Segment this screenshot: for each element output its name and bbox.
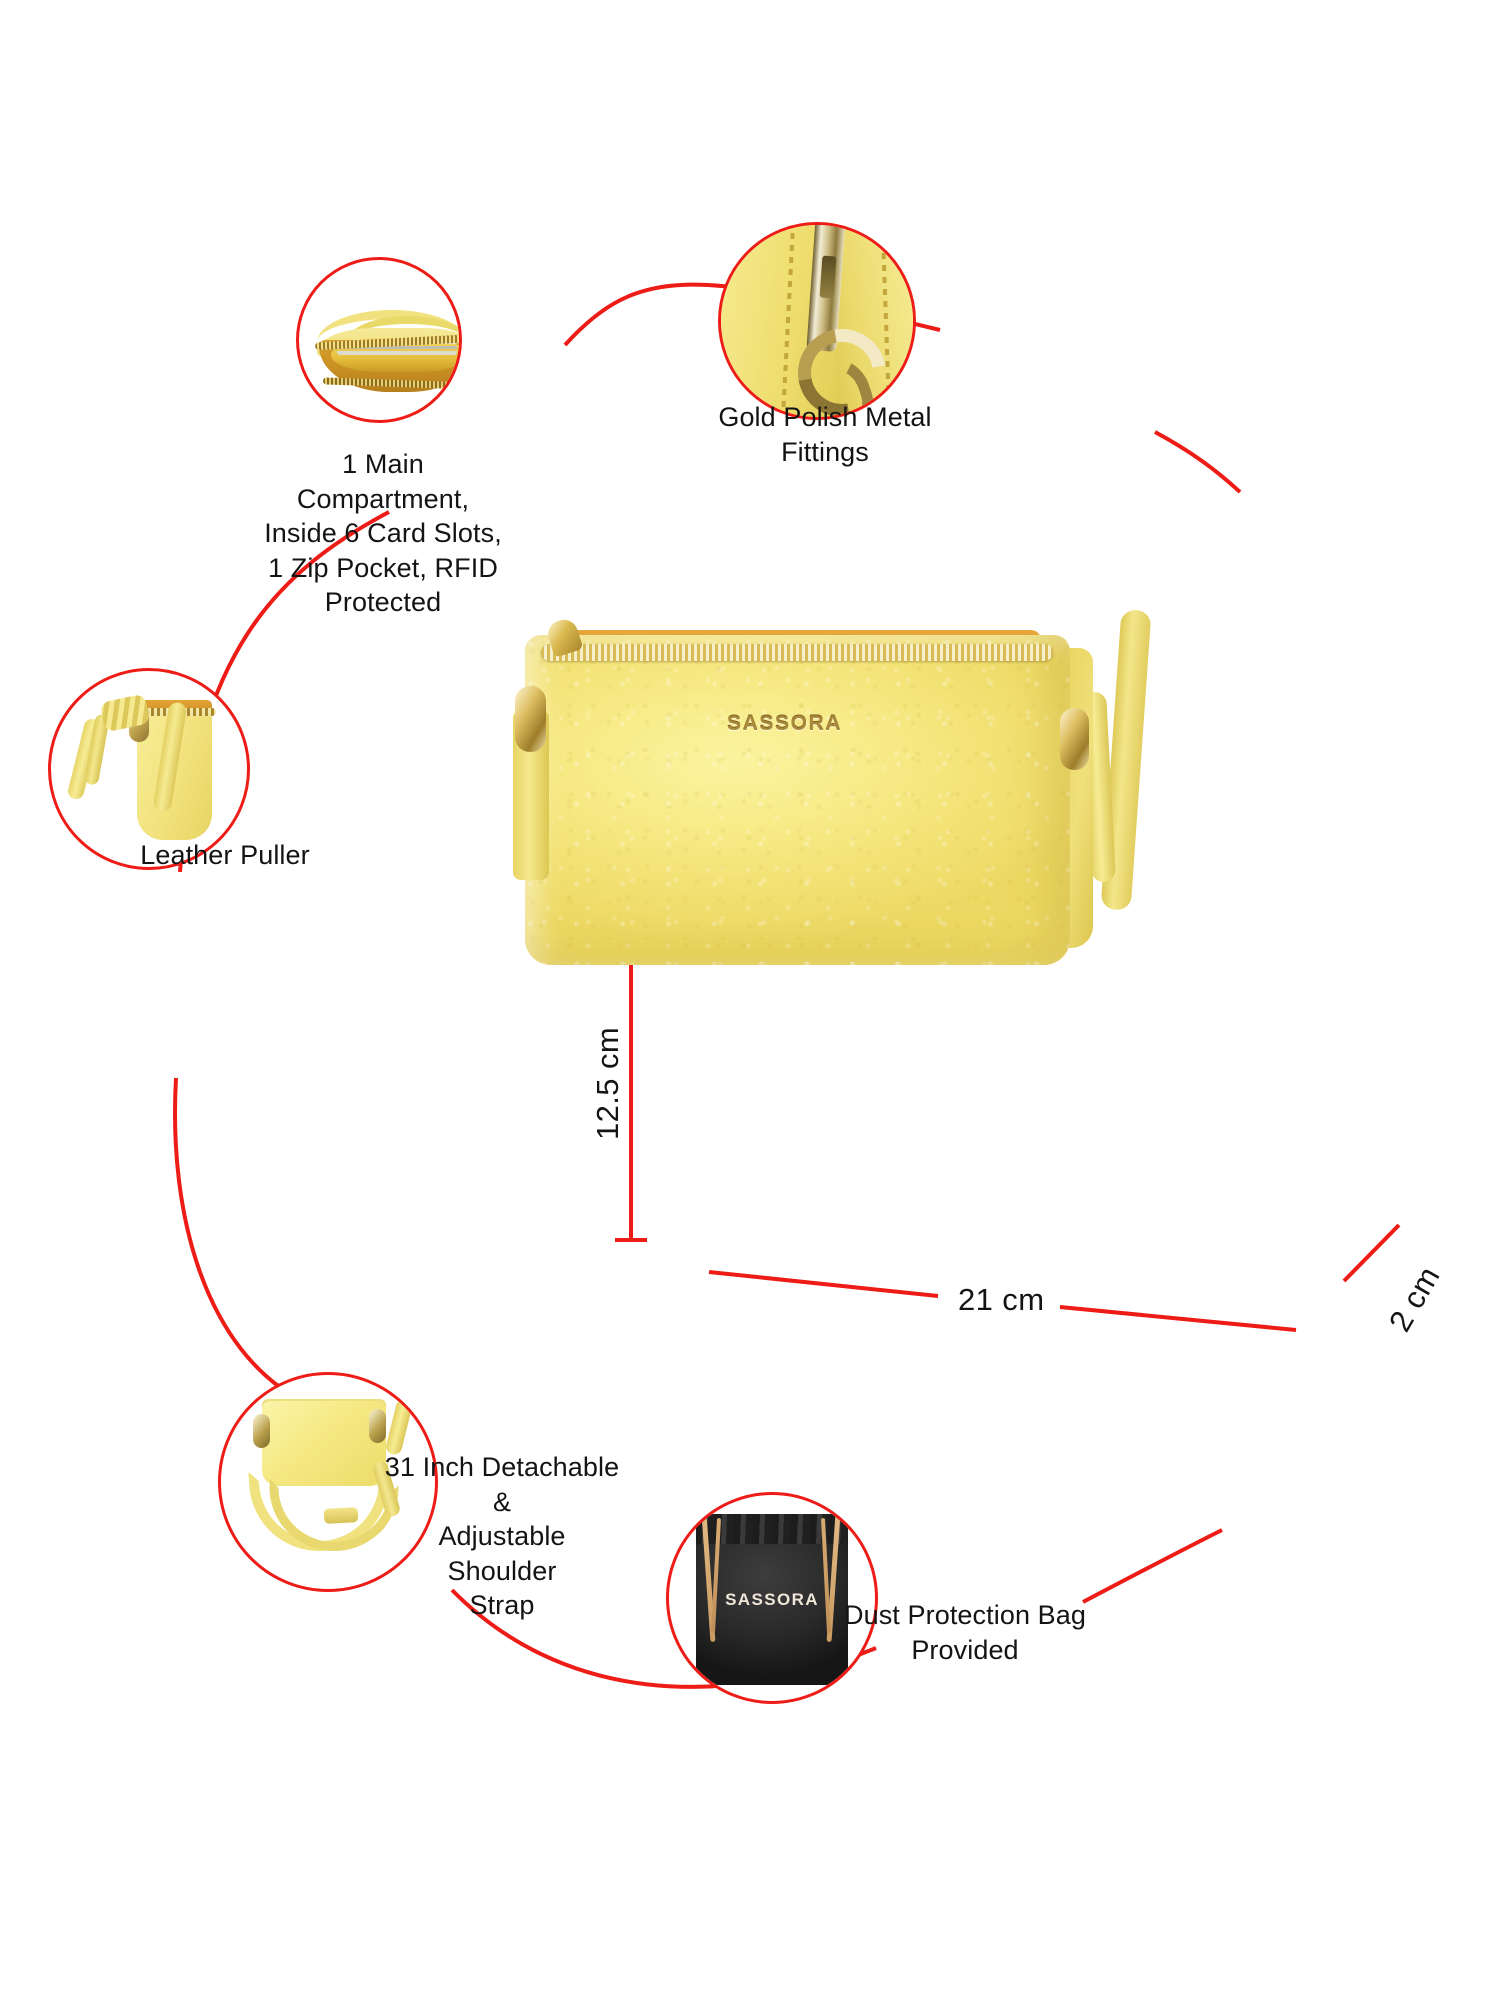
caption-metal-fittings: Gold Polish Metal Fittings (718, 402, 932, 467)
callout-dust-bag: SASSORA (666, 1492, 878, 1704)
dimension-label-width: 21 cm (958, 1282, 1045, 1317)
main-product-image: SASSORA (505, 600, 1152, 1020)
callout-leather-puller (48, 668, 250, 870)
dust-bag-logo: SASSORA (725, 1589, 819, 1609)
leather-puller-photo (51, 671, 247, 867)
bag-body (525, 635, 1070, 965)
caption-dust-bag: Dust Protection Bag Provided (843, 1600, 1087, 1665)
clasp-right-icon (1060, 708, 1089, 770)
dimension-label-depth: 2 cm (1382, 1260, 1447, 1338)
connector-dustbag-tail (1082, 1528, 1223, 1604)
brand-logo: SASSORA (727, 712, 843, 735)
bag-zipper (541, 644, 1053, 661)
dust-bag-photo: SASSORA (669, 1495, 875, 1701)
callout-shoulder-strap (218, 1372, 438, 1592)
callout-metal-fittings (718, 222, 916, 420)
dimension-line-width-right (1059, 1305, 1297, 1332)
dimension-line-depth (1342, 1223, 1401, 1283)
callout-main-compartment (296, 257, 462, 423)
dimension-line-width-left (708, 1270, 939, 1298)
open-compartment-photo (299, 260, 459, 420)
caption-leather-puller: Leather Puller (140, 840, 310, 870)
connector-fittings-tail (1154, 430, 1242, 494)
connector-puller-to-strap (173, 1077, 301, 1402)
metal-fitting-photo (721, 225, 913, 417)
clasp-left-icon (515, 686, 546, 752)
caption-main-compartment: 1 Main Compartment, Inside 6 Card Slots,… (264, 449, 502, 618)
shoulder-strap-photo (221, 1375, 435, 1589)
dimension-label-height: 12.5 cm (590, 1026, 625, 1140)
caption-shoulder-strap: 31 Inch Detachable & Adjustable Shoulder… (384, 1452, 620, 1621)
